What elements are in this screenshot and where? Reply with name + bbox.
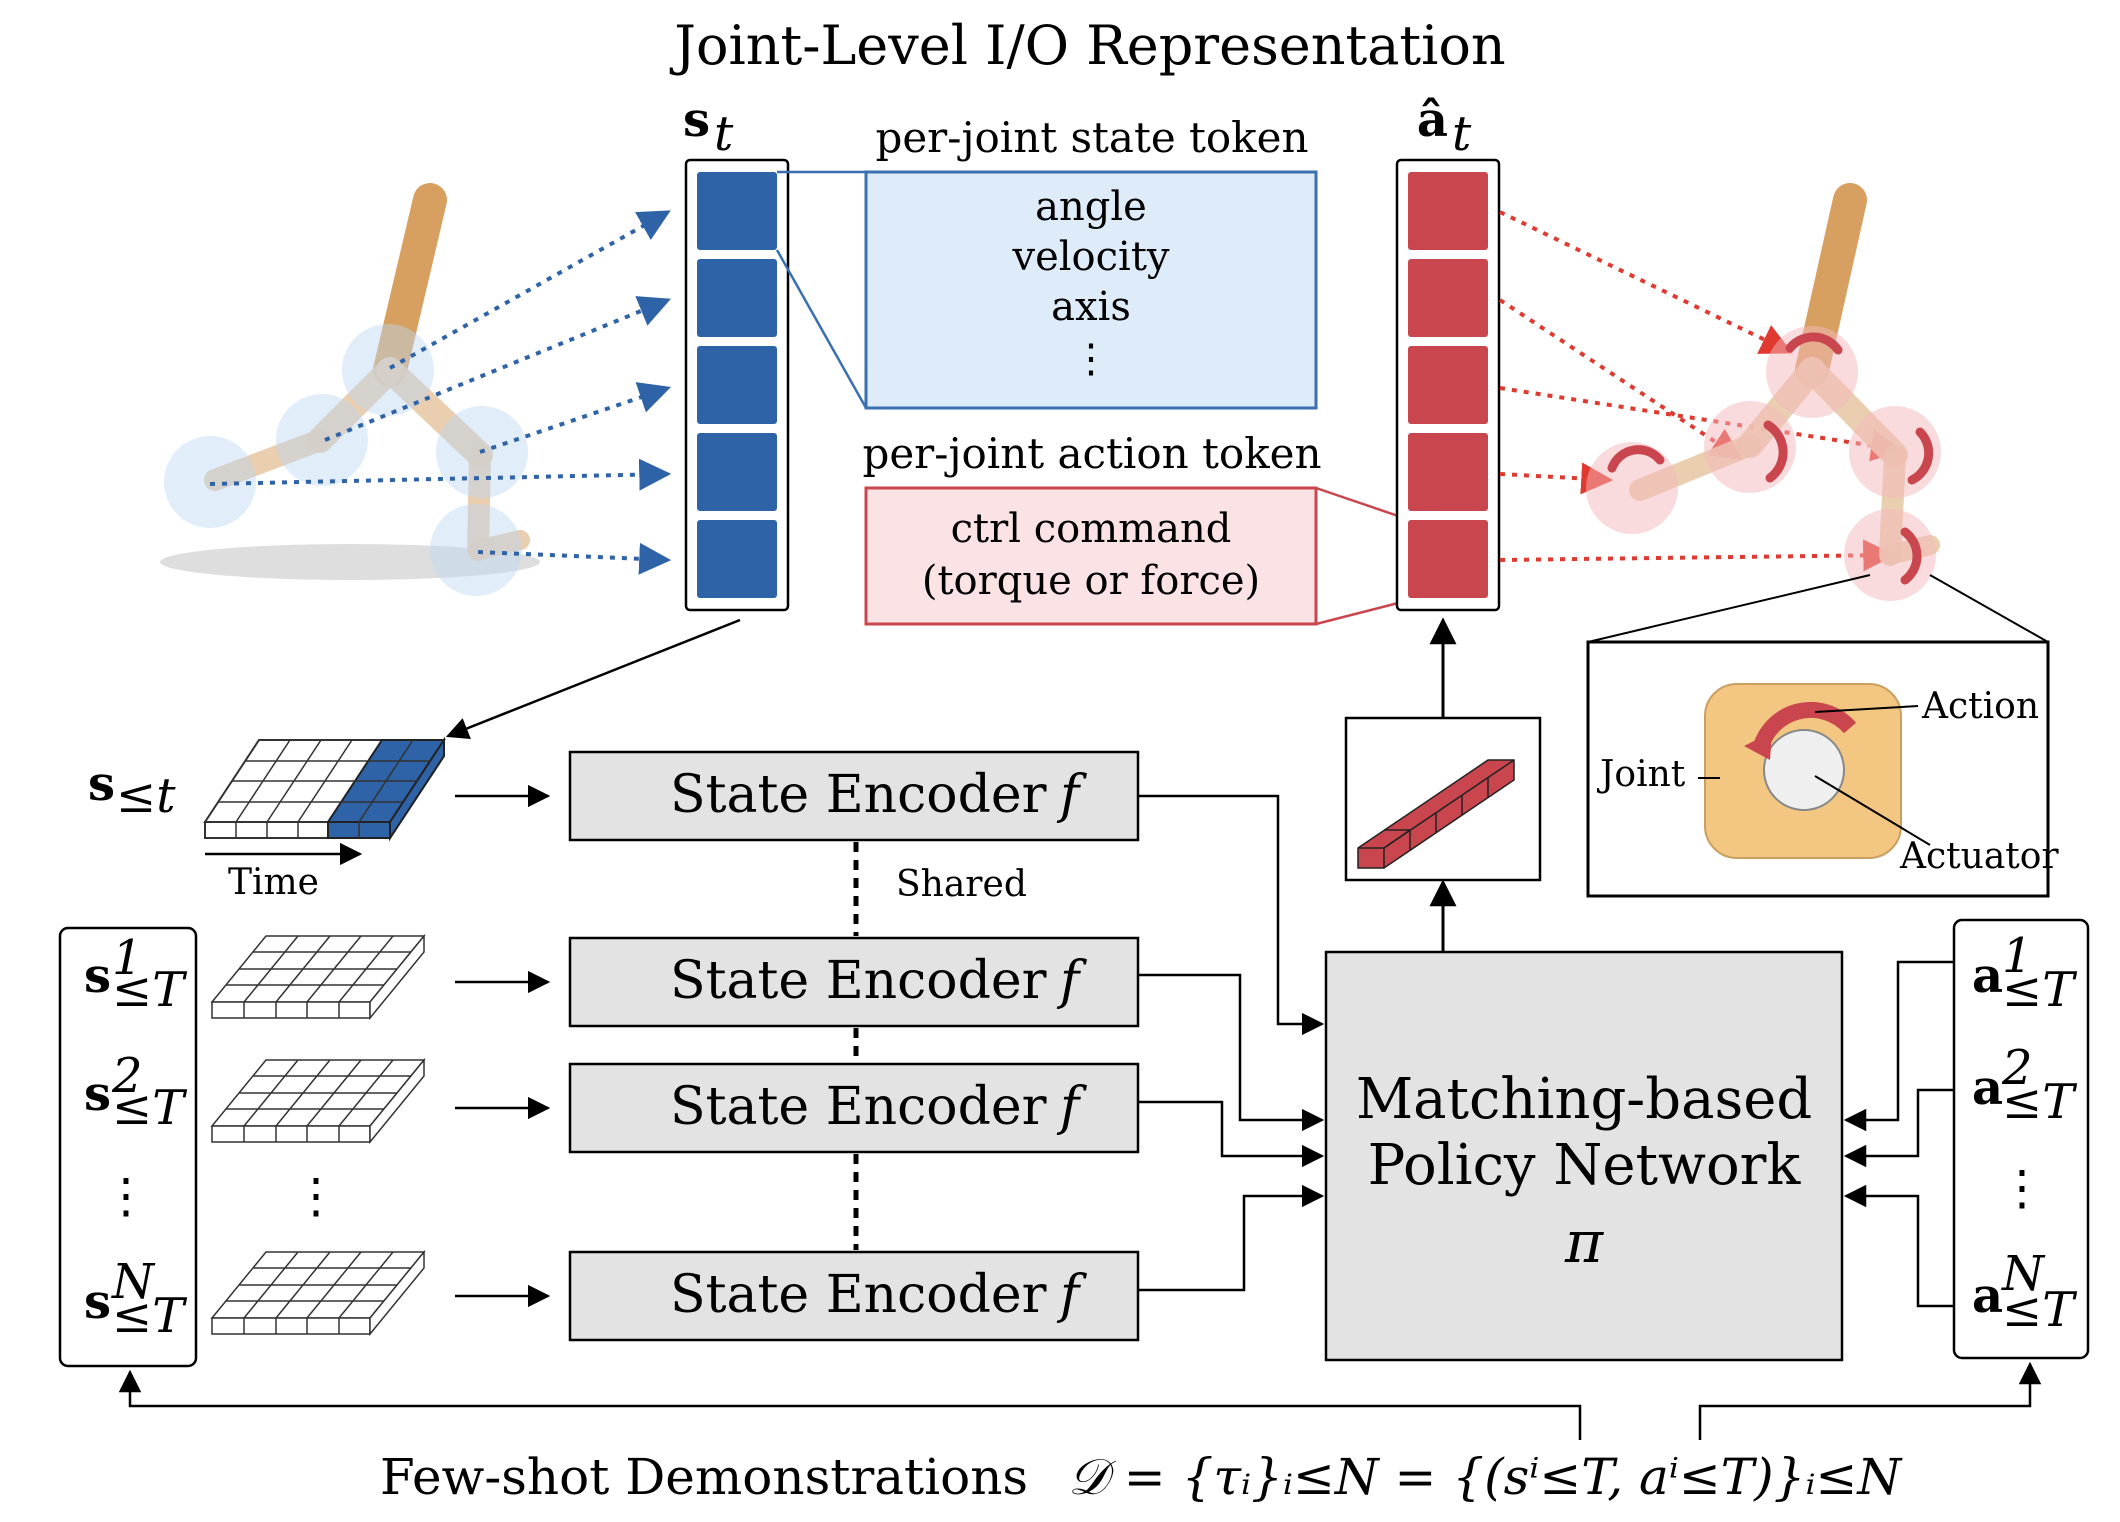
right-robot-figure — [1586, 183, 1941, 601]
state-token-1 — [697, 172, 777, 250]
support-action-2-symbol: a — [1972, 1060, 2003, 1116]
time-axis-label: Time — [228, 862, 319, 903]
diagram-title: Joint-Level I/O Representation — [669, 14, 1505, 77]
policy-network: Matching-based Policy Network π — [1324, 950, 1844, 1362]
support-grid-2 — [210, 1057, 426, 1145]
action-joint-arrows — [1498, 210, 1904, 572]
support-grid-n — [210, 1249, 426, 1337]
support-actions-list: a 1 ≤T a 2 ≤T ⋮ a N ≤T — [1952, 918, 2090, 1360]
output-action-block — [1344, 617, 1542, 952]
state-token-4 — [697, 433, 777, 511]
support-grid-1 — [210, 933, 426, 1021]
support-state-n-symbol: s — [84, 1274, 111, 1330]
state-encoder-4-label: State Encoder — [670, 1265, 1047, 1325]
query-state-subscript: ≤t — [116, 768, 176, 824]
left-robot-figure — [160, 183, 540, 596]
action-token-callout: per-joint action token ctrl command (tor… — [862, 429, 1411, 626]
support-state-1-symbol: s — [84, 948, 111, 1004]
state-encoder-2-label: State Encoder — [670, 951, 1047, 1011]
support-action-1-symbol: a — [1972, 948, 2003, 1004]
action-token-3 — [1408, 346, 1488, 424]
action-to-policy-arrows — [1843, 960, 1960, 1308]
state-joint-arrows — [209, 210, 672, 575]
inset-action-label: Action — [1921, 686, 2039, 727]
support-state-2-symbol: s — [84, 1066, 111, 1122]
policy-line-1: Matching-based — [1356, 1067, 1812, 1132]
demonstrations-connectors — [118, 1361, 2042, 1440]
state-encoders: State Encoder f State Encoder f State En… — [455, 750, 1140, 1342]
action-token-box — [864, 486, 1318, 626]
action-token-line-2: (torque or force) — [922, 558, 1260, 604]
support-state-n-sub: ≤T — [112, 1288, 187, 1344]
joint-inset: Action Joint Actuator — [1586, 574, 2059, 898]
action-token-1 — [1408, 172, 1488, 250]
query-state-grid: s ≤t Time — [88, 618, 741, 903]
state-token-item-4: ⋮ — [1071, 336, 1111, 382]
state-vector-subscript: t — [714, 106, 734, 162]
inset-joint-label: Joint — [1596, 754, 1686, 795]
actuator-circle — [1763, 729, 1845, 811]
state-encoder-3: State Encoder f — [568, 1062, 1140, 1154]
query-state-symbol: s — [88, 756, 115, 812]
action-vector-symbol: â — [1417, 92, 1448, 148]
support-state-2-sub: ≤T — [112, 1080, 187, 1136]
support-action-2-sub: ≤T — [2002, 1074, 2077, 1130]
action-token-line-1: ctrl command — [951, 506, 1232, 552]
support-action-n-sub: ≤T — [2002, 1282, 2077, 1338]
state-encoder-1: State Encoder f — [568, 750, 1140, 842]
state-token-3 — [697, 346, 777, 424]
action-token-2 — [1408, 259, 1488, 337]
policy-symbol: π — [1564, 1208, 1604, 1276]
action-vector: â t — [1395, 92, 1501, 612]
state-encoder-4: State Encoder f — [568, 1250, 1140, 1342]
policy-line-2: Policy Network — [1368, 1133, 1802, 1198]
state-vector: s t — [683, 92, 790, 612]
state-vector-symbol: s — [683, 92, 710, 148]
support-action-1-sub: ≤T — [2002, 962, 2077, 1018]
state-token-box — [864, 170, 1318, 410]
state-token-item-3: axis — [1051, 284, 1131, 330]
footer-formula: 𝒟 = {τᵢ}ᵢ≤N = {(sⁱ≤T, aⁱ≤T)}ᵢ≤N — [1068, 1448, 1903, 1506]
support-states-list: s 1 ≤T s 2 ≤T ⋮ s N ≤T — [58, 926, 198, 1368]
state-token-5 — [697, 520, 777, 598]
support-action-n-sup: N — [2001, 1246, 2046, 1302]
encoder-to-policy-arrows — [1138, 794, 1325, 1292]
action-token-header: per-joint action token — [862, 429, 1321, 478]
support-action-n-symbol: a — [1972, 1268, 2003, 1324]
support-state-ellipsis: ⋮ — [102, 1168, 150, 1224]
support-state-2-sup: 2 — [111, 1048, 143, 1104]
state-encoder-3-label: State Encoder — [670, 1077, 1047, 1137]
state-token-callout: per-joint state token angle velocity axi… — [775, 113, 1318, 410]
support-state-n-sup: N — [111, 1254, 156, 1310]
support-action-2-sup: 2 — [2001, 1040, 2033, 1096]
support-action-ellipsis: ⋮ — [1998, 1160, 2046, 1216]
state-token-item-1: angle — [1035, 184, 1147, 230]
state-encoder-1-label: State Encoder — [670, 765, 1047, 825]
support-state-1-sup: 1 — [112, 930, 143, 986]
action-token-5 — [1408, 520, 1488, 598]
support-state-grids — [210, 933, 426, 1337]
action-vector-subscript: t — [1452, 106, 1472, 162]
action-token-4 — [1408, 433, 1488, 511]
support-state-1-sub: ≤T — [112, 962, 187, 1018]
shared-label: Shared — [896, 864, 1027, 905]
state-token-header: per-joint state token — [875, 113, 1308, 162]
inset-actuator-label: Actuator — [1899, 836, 2059, 877]
state-encoder-2: State Encoder f — [568, 936, 1140, 1028]
state-token-2 — [697, 259, 777, 337]
footer-label: Few-shot Demonstrations — [380, 1448, 1028, 1506]
state-token-item-2: velocity — [1011, 234, 1169, 280]
support-grid-ellipsis: ⋮ — [292, 1168, 340, 1224]
support-action-1-sup: 1 — [2002, 928, 2033, 984]
